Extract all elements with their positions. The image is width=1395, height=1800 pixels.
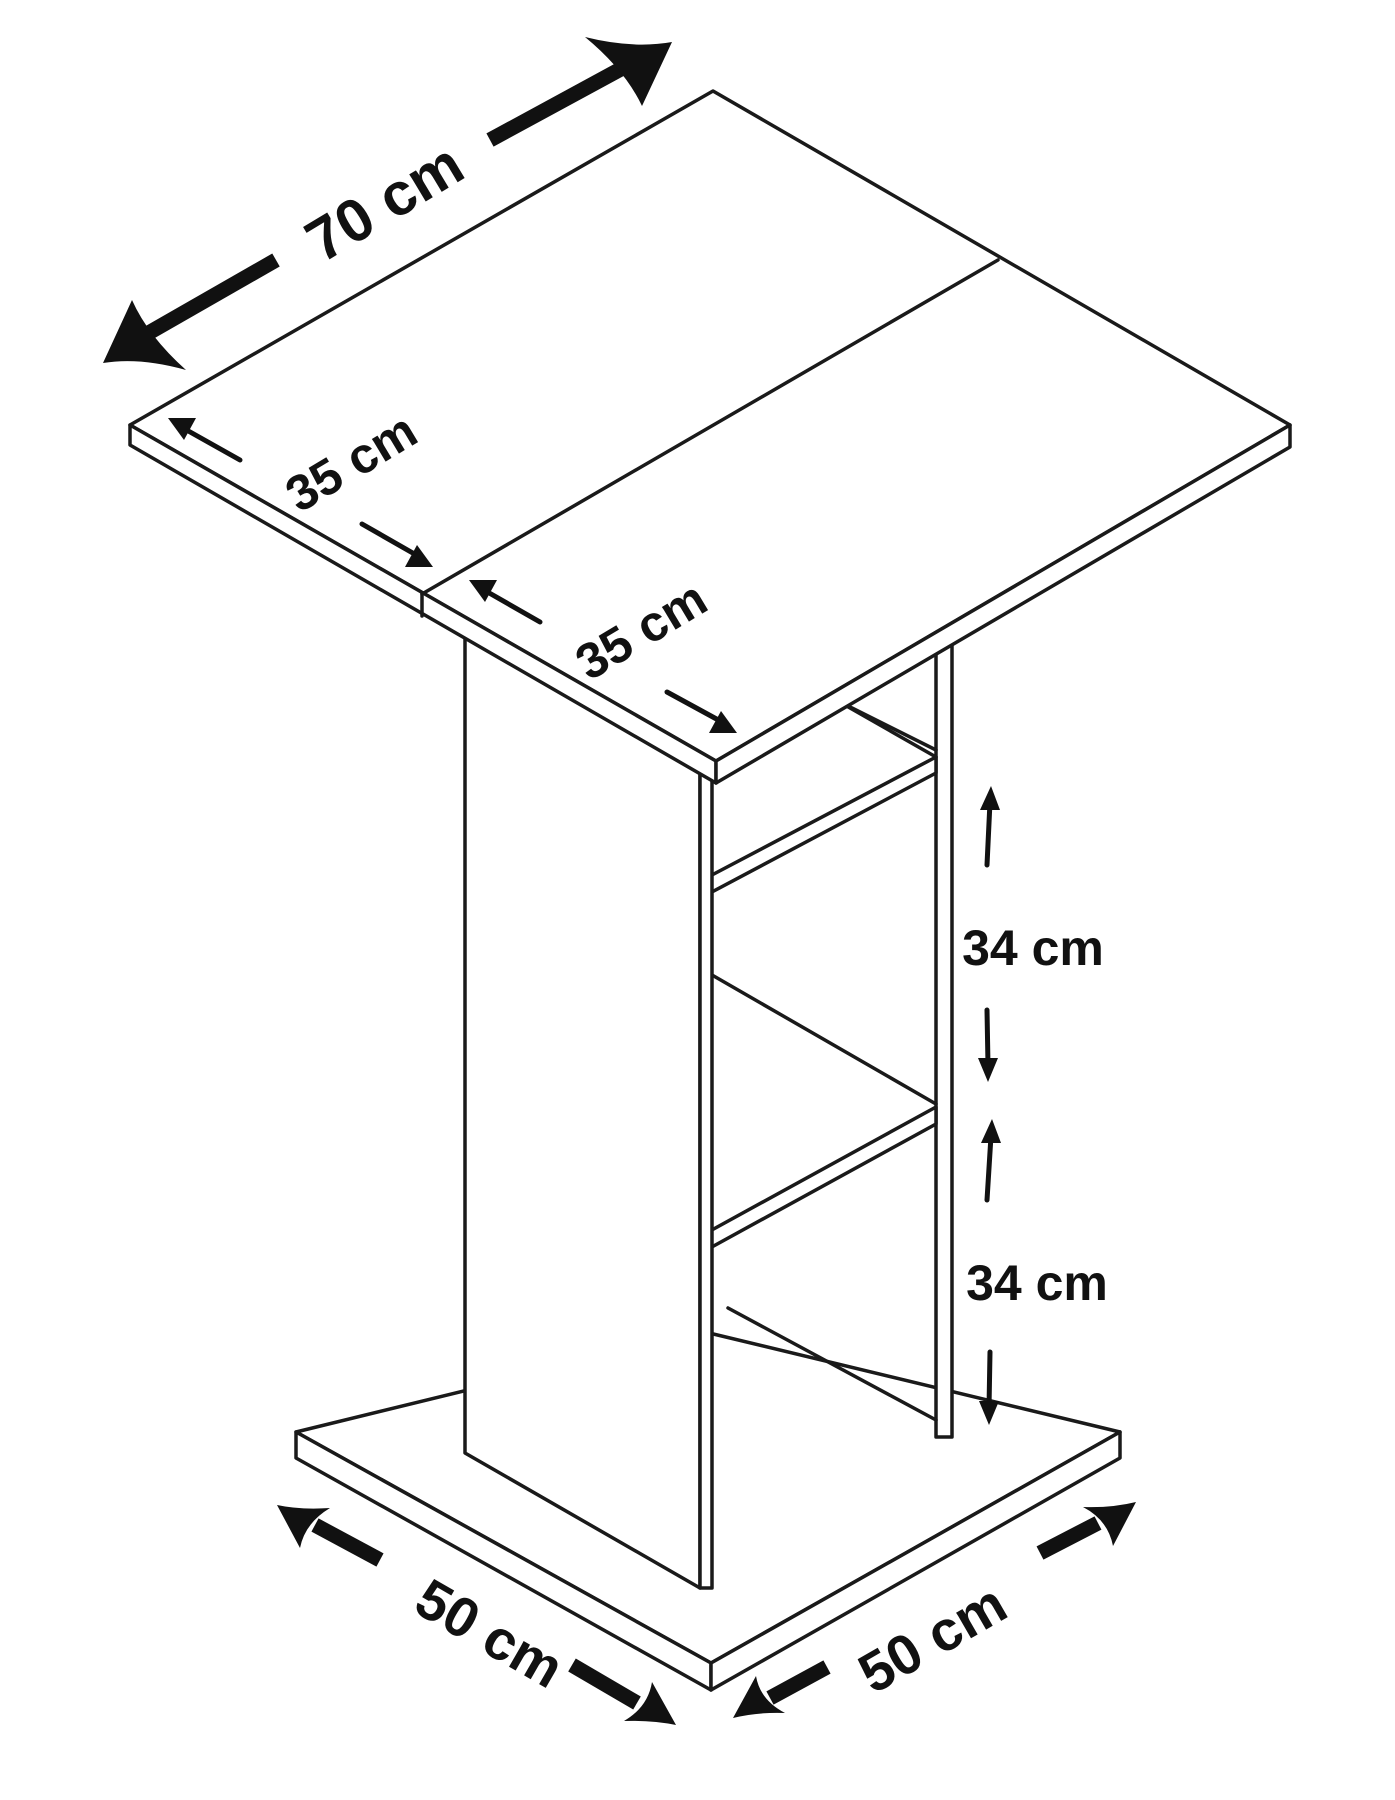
arrow-head-icon — [733, 1676, 785, 1718]
arrow-head-icon — [103, 300, 186, 370]
label-34cm-upper: 34 cm — [962, 920, 1104, 976]
arrow-head-icon — [624, 1682, 676, 1725]
dimension-70cm — [103, 37, 672, 370]
dimension-34cm-lower — [979, 1119, 1001, 1425]
top-seam — [420, 258, 1000, 596]
dimension-35cm-left — [168, 418, 433, 567]
dimension-34cm-upper — [978, 786, 1000, 1082]
central-column — [463, 628, 714, 1590]
table-top — [128, 89, 1292, 785]
label-34cm-lower: 34 cm — [966, 1255, 1108, 1311]
dimension-35cm-right — [469, 580, 737, 733]
dimension-50cm-left — [277, 1505, 676, 1725]
arrow-head-icon — [1083, 1502, 1136, 1546]
arrow-head-icon — [277, 1505, 330, 1548]
dimension-50cm-right — [733, 1502, 1136, 1718]
arrow-head-icon — [585, 37, 672, 106]
